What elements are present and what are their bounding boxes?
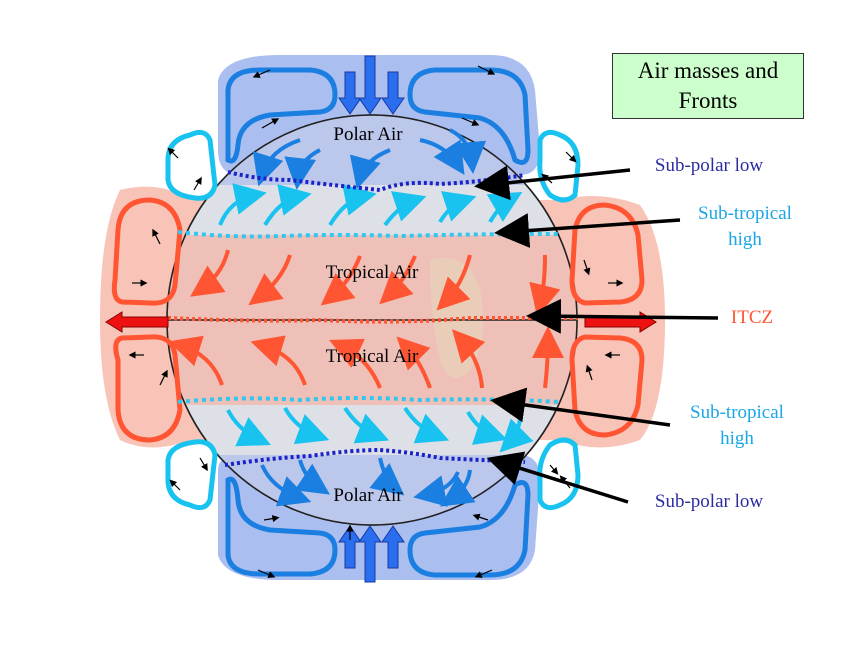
polar-cell-north-left xyxy=(225,67,338,164)
hadley-cell-south-left xyxy=(113,334,183,443)
callout-subtropical-high-south-line1: Sub-tropical xyxy=(690,402,784,423)
title-line-2: Fronts xyxy=(678,88,738,113)
hadley-cell-south-right xyxy=(569,334,645,438)
subtropical-front-north xyxy=(177,230,561,239)
callout-subpolar-low-south: Sub-polar low xyxy=(654,491,764,512)
hadley-cell-north-left xyxy=(111,197,183,306)
region-label-polar-south: Polar Air xyxy=(333,485,403,506)
ferrel-cell-south-left xyxy=(165,439,218,511)
callout-leader-arrows xyxy=(474,165,719,504)
hadley-cell-north-right xyxy=(569,202,645,306)
callout-subtropical-high-south: Sub-tropical high xyxy=(672,400,802,452)
itcz-outflow-arrow-left xyxy=(105,311,169,333)
polar-cell-south-left xyxy=(225,476,338,577)
hadley-flow-arrows-south xyxy=(168,326,564,389)
polar-flow-arrows-north xyxy=(252,128,487,190)
callout-itcz: ITCZ xyxy=(730,307,774,328)
region-label-tropical-south: Tropical Air xyxy=(325,346,419,367)
subpolar-front-north xyxy=(227,170,526,193)
polar-flow-arrows-south xyxy=(260,457,476,507)
region-label-tropical-north: Tropical Air xyxy=(325,262,419,283)
polar-cell-north-right xyxy=(407,67,531,165)
region-label-polar-north: Polar Air xyxy=(333,124,403,145)
title-box: Air masses and Fronts xyxy=(612,53,804,119)
callout-subpolar-low-north: Sub-polar low xyxy=(654,155,764,176)
ferrel-cell-north-right xyxy=(537,129,581,203)
callout-subtropical-high-south-line2: high xyxy=(720,428,754,449)
ferrel-cell-south-right xyxy=(537,437,581,511)
polar-downdraft-north xyxy=(338,55,405,115)
callout-subtropical-high-north: Sub-tropical high xyxy=(680,201,810,253)
subpolar-front-south xyxy=(224,447,526,467)
callout-subtropical-high-north-line1: Sub-tropical xyxy=(698,203,792,224)
itcz-front xyxy=(167,315,578,324)
circulation-tick-arrows xyxy=(128,65,624,578)
ferrel-flow-arrows-north xyxy=(218,183,523,227)
ferrel-flow-arrows-south xyxy=(226,406,534,453)
polar-cell-south-right xyxy=(407,480,531,578)
title-line-1: Air masses and xyxy=(637,58,779,83)
polar-downdraft-south xyxy=(338,525,405,583)
callout-subtropical-high-north-line2: high xyxy=(728,229,762,250)
ferrel-cell-north-left xyxy=(165,129,218,201)
